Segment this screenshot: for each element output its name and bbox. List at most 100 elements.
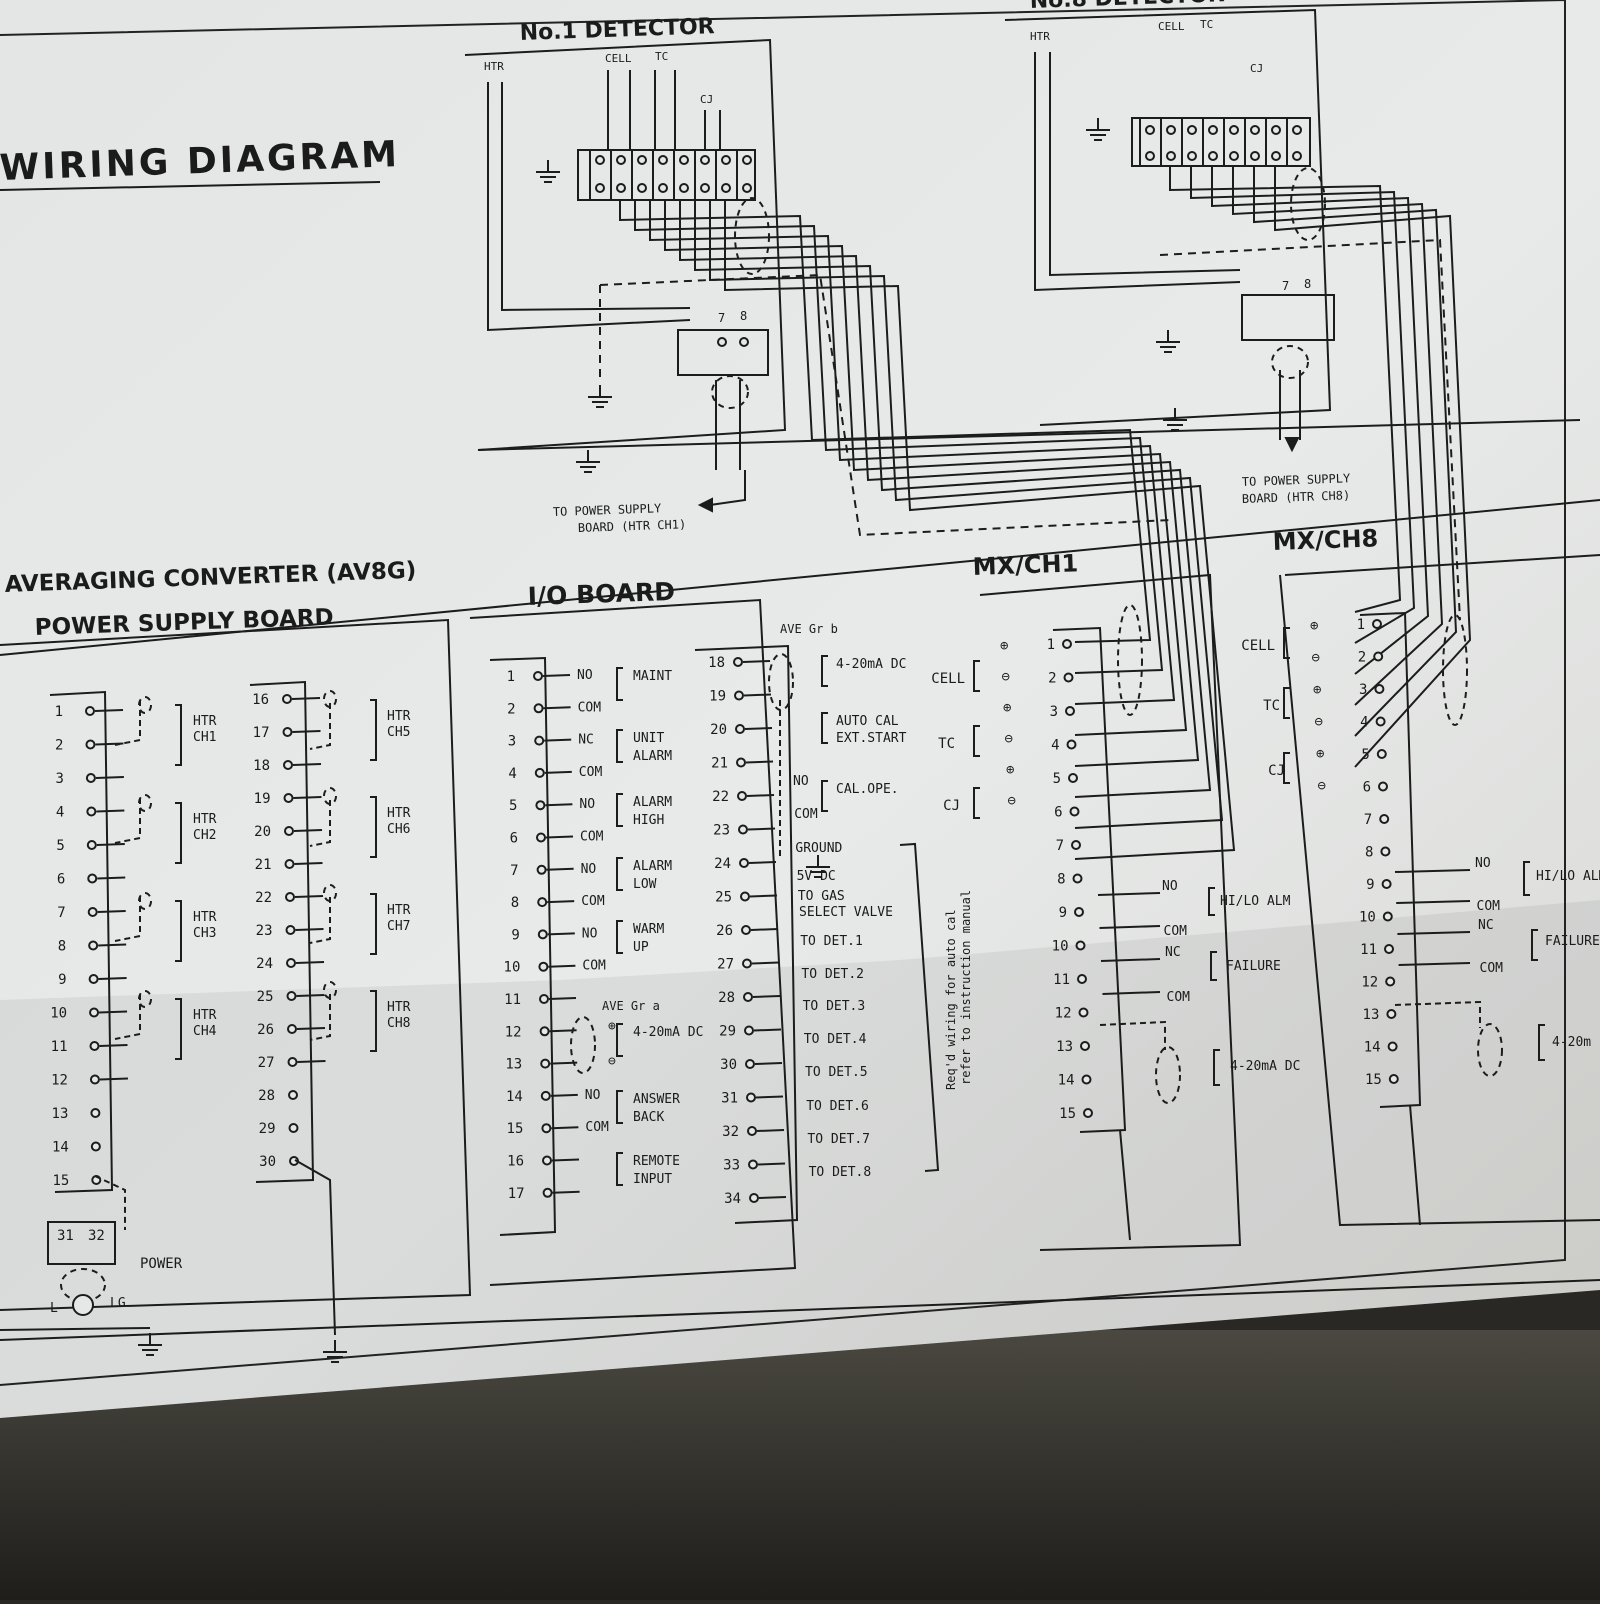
mx-ch8-terminal xyxy=(1387,1041,1398,1052)
det1-terminal xyxy=(700,155,710,165)
bracket xyxy=(821,655,828,687)
io-wire xyxy=(752,995,781,998)
io-terminal-number: 18 xyxy=(708,655,725,671)
io-terminal xyxy=(743,992,753,1002)
signal-wire xyxy=(664,200,1188,736)
ground-wire xyxy=(294,1159,336,1336)
io-wire xyxy=(751,961,780,965)
signal-wire xyxy=(679,200,1200,767)
mx-ch1-terminal-number: 6 xyxy=(1054,805,1062,821)
psb-dashed xyxy=(114,700,141,746)
mx-ch8-terminal-number: 10 xyxy=(1359,910,1376,926)
io-signal-label: NO xyxy=(577,668,593,683)
io-signal-label: TO DET.6 xyxy=(806,1099,869,1114)
io-terminal-number: 30 xyxy=(720,1057,737,1073)
io-group-label: HIGH xyxy=(633,813,664,828)
io-terminal-number: 5 xyxy=(509,798,517,814)
mx-ch1-terminal xyxy=(1074,907,1084,917)
psb-ch-label: HTR xyxy=(387,903,411,918)
io-signal-label: COM xyxy=(578,700,602,715)
psb-wire xyxy=(94,709,124,712)
polarity-mark: ⊕ xyxy=(1310,618,1319,634)
bracket xyxy=(616,857,623,891)
mx-ch1-terminal-number: 12 xyxy=(1055,1006,1072,1022)
bracket xyxy=(1523,861,1530,896)
mx-ch8-terminal xyxy=(1376,749,1387,759)
psb-terminal xyxy=(86,806,97,817)
io-terminal-number: 28 xyxy=(718,990,735,1006)
bracket xyxy=(1283,752,1290,784)
shield-ellipse xyxy=(1155,1046,1181,1104)
psb-terminal-number: 29 xyxy=(259,1121,276,1137)
label: ⊖ xyxy=(608,1054,616,1069)
io-signal-label: COM xyxy=(582,959,606,974)
io-wire xyxy=(547,900,575,904)
io-signal-label: NO xyxy=(579,797,595,812)
psb-terminal xyxy=(284,859,295,869)
io-group-label: 4-20mA DC xyxy=(633,1025,703,1040)
power-terminal-32: 32 xyxy=(88,1228,105,1244)
shield-ellipse xyxy=(323,981,337,999)
psb-terminal xyxy=(88,974,99,984)
shield-ellipse xyxy=(1271,345,1309,379)
signal-wire xyxy=(1232,166,1444,706)
io-wire xyxy=(548,997,577,1000)
io-wire xyxy=(754,1062,783,1065)
io-terminal xyxy=(542,1187,553,1198)
psb-wire xyxy=(97,876,126,880)
det8-terminal xyxy=(1166,125,1176,135)
psb-wire xyxy=(99,1077,128,1081)
bracket xyxy=(175,998,182,1060)
io-group-label: ANSWER xyxy=(633,1092,680,1107)
psb-wire xyxy=(98,943,127,947)
mx-ch8-pair-label: CJ xyxy=(1268,763,1285,779)
det8-terminal xyxy=(1250,151,1260,161)
io-terminal-number: 20 xyxy=(710,722,727,738)
mx-ch1-terminal-number: 4 xyxy=(1051,738,1059,754)
mx-ch8-terminal xyxy=(1374,684,1385,694)
shield-ellipse xyxy=(60,1268,106,1302)
title-underline xyxy=(0,181,381,191)
io-terminal-number: 9 xyxy=(511,927,519,943)
det1-terminal xyxy=(637,183,647,193)
psb-dashed xyxy=(114,896,141,942)
to-psb-ch1-line1: TO POWER SUPPLY xyxy=(553,501,663,519)
mx-ch1-strip xyxy=(1052,626,1127,1133)
io-signal-label: COM xyxy=(794,807,818,822)
io-terminal-number: 1 xyxy=(507,669,515,685)
mx-ch8-signal-label: COM xyxy=(1477,899,1501,914)
mx-ch8-terminal-number: 8 xyxy=(1365,845,1373,861)
det8-terminal xyxy=(1292,151,1302,161)
psb-terminal-number: 26 xyxy=(257,1022,274,1038)
polarity-mark: ⊕ xyxy=(1316,746,1325,762)
io-group-label: ALARM xyxy=(633,795,672,810)
det1-terminal xyxy=(595,183,605,193)
shield-ellipse xyxy=(323,787,337,805)
io-group-label: EXT.START xyxy=(836,731,907,746)
io-signal-label: GROUND xyxy=(795,841,842,856)
arrow-head xyxy=(697,497,713,513)
mx-ch1-pair-label: CELL xyxy=(931,671,965,687)
mx-ch8-strip xyxy=(1359,611,1422,1108)
mx-ch1-terminal-number: 5 xyxy=(1053,771,1061,787)
io-wire xyxy=(551,1126,579,1130)
mx-ch8-ma-label: 4-20m xyxy=(1552,1035,1591,1050)
psb-left-strip xyxy=(49,690,114,1193)
io-terminal xyxy=(742,958,752,969)
psb-terminal xyxy=(286,958,296,968)
shield-ellipse xyxy=(1117,604,1143,716)
bracket xyxy=(616,667,623,701)
io-terminal-number: 24 xyxy=(714,856,731,872)
io-wire xyxy=(542,674,571,677)
io-terminal-number: 23 xyxy=(713,823,730,839)
io-terminal xyxy=(736,757,746,768)
mx-ch1-pair-label: TC xyxy=(938,736,955,752)
signal-wire xyxy=(694,200,1212,798)
io-terminal xyxy=(537,929,548,940)
psb-ch-label: CH2 xyxy=(193,828,216,843)
mx-ch1-frame xyxy=(979,573,1242,1251)
io-signal-label: NC xyxy=(578,733,594,748)
psb-terminal-number: 1 xyxy=(55,704,63,720)
